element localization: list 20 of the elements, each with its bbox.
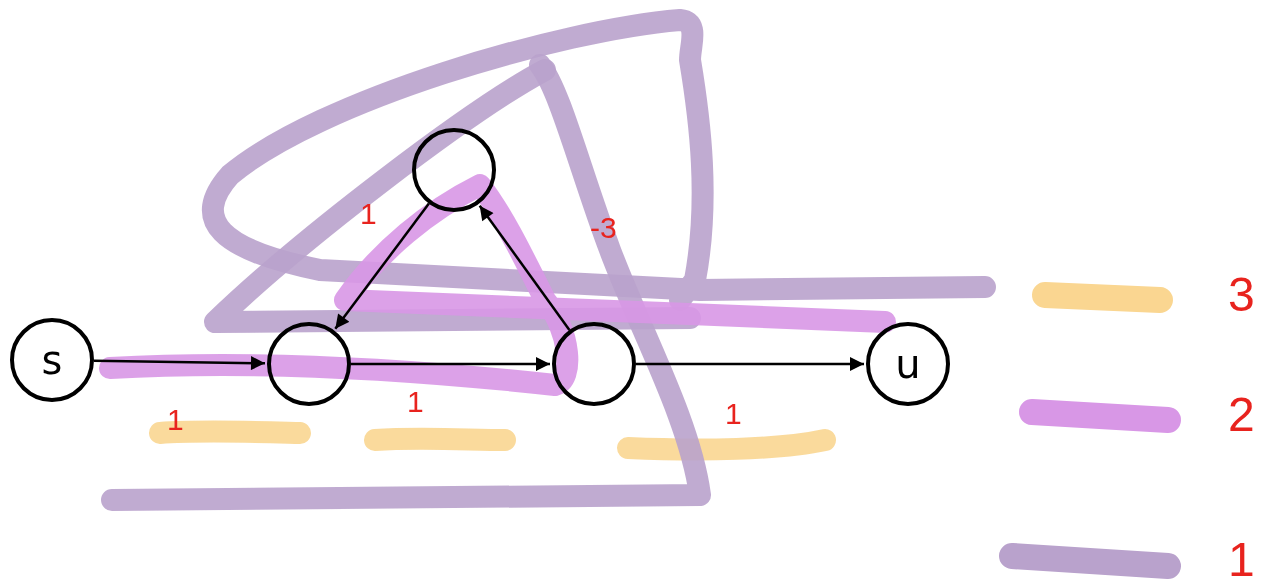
arrow: [94, 356, 265, 371]
edge-label: 1: [725, 399, 742, 429]
arrow: [478, 204, 571, 331]
empty-node-circle: [552, 322, 636, 406]
empty-node-circle: [267, 322, 351, 406]
node-label: s: [41, 340, 63, 380]
arrow: [334, 202, 430, 330]
legend-label: 2: [1228, 391, 1255, 439]
arrow: [636, 357, 864, 371]
legend-label: 1: [1228, 536, 1255, 584]
graph-node: [866, 322, 950, 406]
graph-node: [10, 318, 94, 402]
edge-label: 1: [167, 405, 184, 435]
arrow: [351, 357, 550, 371]
node-label: u: [895, 344, 921, 384]
edge-label: 1: [360, 199, 377, 229]
edge-label: -3: [590, 213, 617, 243]
legend-label: 3: [1228, 271, 1255, 319]
empty-node-circle: [412, 128, 496, 212]
edge-label: 1: [407, 387, 424, 417]
